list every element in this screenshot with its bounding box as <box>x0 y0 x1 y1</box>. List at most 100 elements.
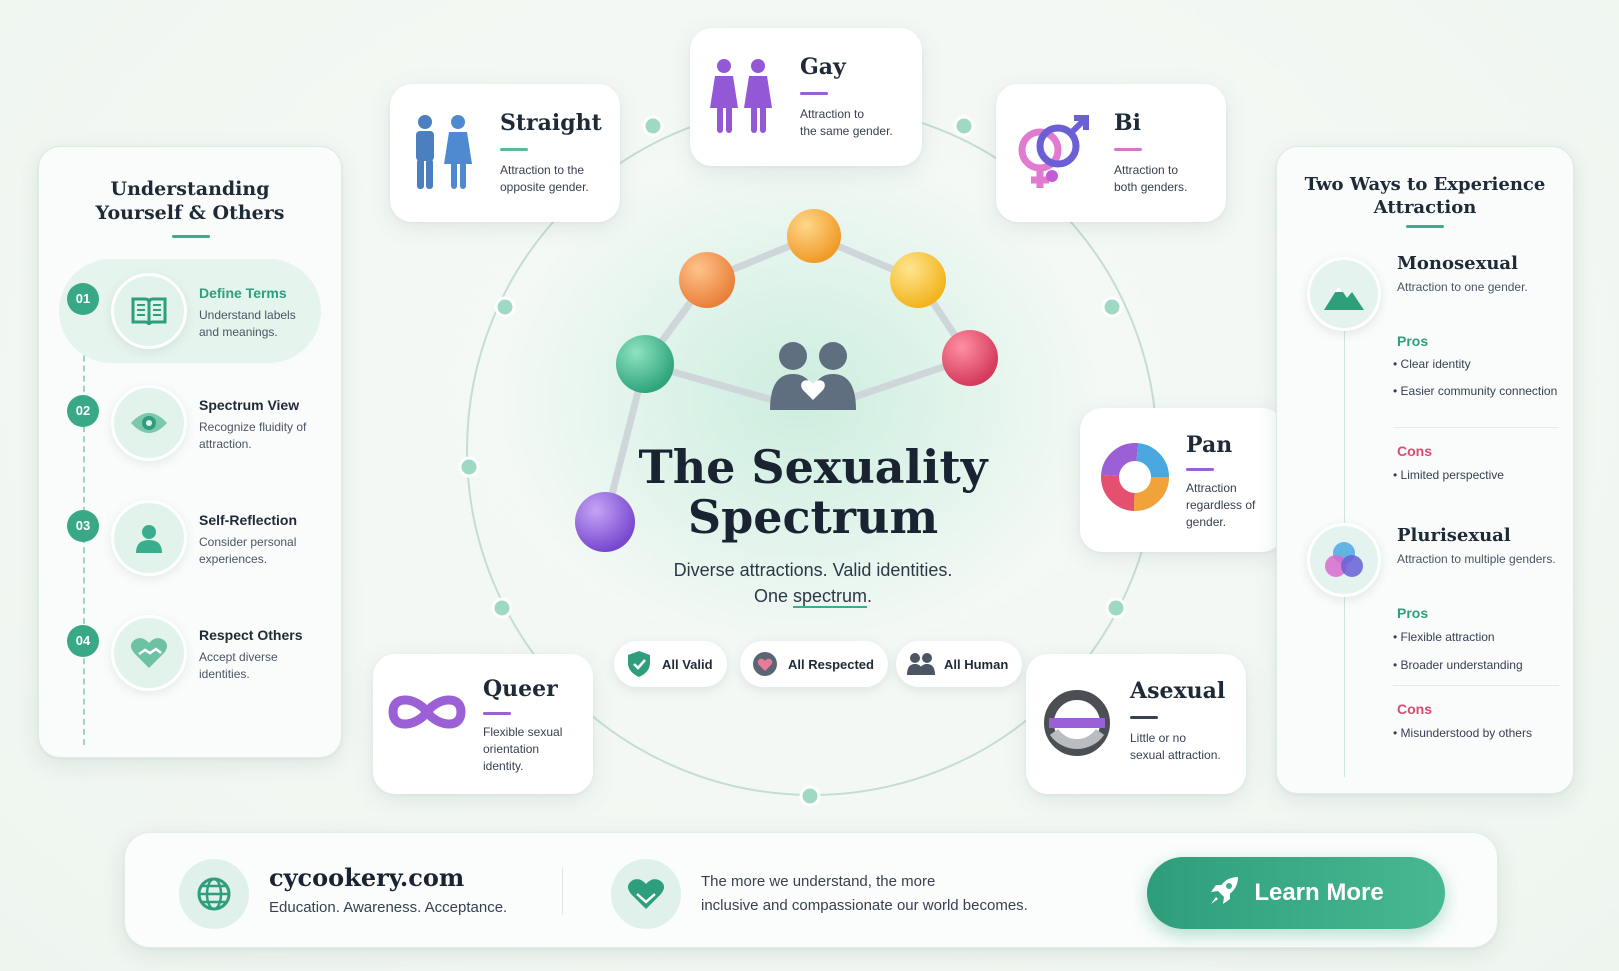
title-underline <box>800 92 828 95</box>
learn-more-button[interactable]: Learn More <box>1147 857 1445 929</box>
subtitle-text: . <box>867 586 873 606</box>
step-title: Spectrum View <box>199 397 300 413</box>
learn-more-label: Learn More <box>1254 879 1384 906</box>
site-name[interactable]: cycookery.com <box>269 863 465 892</box>
card-gay[interactable]: Gay Attraction to the same gender. <box>690 28 922 166</box>
step-title: Respect Others <box>199 627 303 643</box>
experience-attraction-panel: Two Ways to Experience Attraction Monose… <box>1276 146 1574 794</box>
cons-label: Cons <box>1397 701 1432 717</box>
plurisexual-desc: Attraction to multiple genders. <box>1397 552 1556 566</box>
divider <box>1393 427 1559 428</box>
shield-check-icon <box>624 649 654 679</box>
rocket-icon <box>1208 875 1240 912</box>
divider <box>1393 685 1559 686</box>
title-underline <box>1114 148 1142 151</box>
footer-message-line2: inclusive and compassionate our world be… <box>701 897 1028 914</box>
main-title-line2: Spectrum <box>687 490 939 544</box>
orientation-title: Bi <box>1114 110 1141 136</box>
pro-item: • Broader understanding <box>1393 658 1523 672</box>
pill-all-respected[interactable]: All Respected <box>740 641 888 687</box>
main-title: The Sexuality Spectrum <box>588 442 1038 542</box>
mountain-icon <box>1307 257 1381 331</box>
footer-separator <box>562 867 563 915</box>
orientation-desc-line3: gender. <box>1186 515 1227 529</box>
card-asexual[interactable]: Asexual Little or no sexual attraction. <box>1026 654 1246 794</box>
bi-symbol-icon <box>1012 110 1096 199</box>
card-pan[interactable]: Pan Attraction regardless of gender. <box>1080 408 1284 552</box>
step-description: Consider personal experiences. <box>199 535 297 566</box>
orientation-desc-line1: Attraction to <box>800 107 865 121</box>
title-underline <box>172 235 210 238</box>
plurisexual-title: Plurisexual <box>1397 525 1511 546</box>
pros-label: Pros <box>1397 333 1429 349</box>
title-underline <box>1406 225 1444 228</box>
right-panel-title: Two Ways to Experience Attraction <box>1277 173 1573 219</box>
card-queer[interactable]: Queer Flexible sexual orientation identi… <box>373 654 593 794</box>
pro-item: • Flexible attraction <box>1393 630 1495 644</box>
left-title-line1: Understanding <box>110 178 270 200</box>
pan-ring-icon <box>1100 442 1170 517</box>
gay-couple-icon <box>706 56 778 141</box>
main-title-line1: The Sexuality <box>638 440 988 494</box>
orientation-title: Queer <box>483 676 558 702</box>
asexual-ring-icon <box>1042 688 1112 763</box>
subtitle-highlight: spectrum <box>792 586 868 608</box>
orientation-desc-line1: Attraction to the <box>500 163 585 177</box>
subtitle-text: One <box>753 586 793 606</box>
con-item: • Limited perspective <box>1393 468 1504 482</box>
pill-all-human[interactable]: All Human <box>896 641 1023 687</box>
footer-bar: cycookery.com Education. Awareness. Acce… <box>124 832 1498 948</box>
step-title: Self-Reflection <box>199 512 298 528</box>
right-title-line2: Attraction <box>1373 197 1477 218</box>
orientation-title: Gay <box>800 54 846 80</box>
people-icon <box>906 649 936 679</box>
orientation-desc-line2: orientation <box>483 742 540 756</box>
pro-item: • Clear identity <box>1393 357 1471 371</box>
monosexual-desc: Attraction to one gender. <box>1397 280 1528 294</box>
infinity-icon <box>385 686 469 743</box>
orientation-title: Straight <box>500 110 602 136</box>
heart-handshake-icon <box>111 615 187 691</box>
orientation-desc-line2: both genders. <box>1114 180 1188 194</box>
step-description: Accept diverse identities. <box>199 650 278 681</box>
globe-icon <box>179 859 249 929</box>
step-self-reflection[interactable]: 03 Self-Reflection Consider personal exp… <box>39 486 343 590</box>
step-number: 02 <box>67 395 99 427</box>
title-underline <box>483 712 511 715</box>
orientation-desc-line2: the same gender. <box>800 124 893 138</box>
card-straight[interactable]: Straight Attraction to the opposite gend… <box>390 84 620 222</box>
orientation-desc-line2: regardless of <box>1186 498 1256 512</box>
card-bi[interactable]: Bi Attraction to both genders. <box>996 84 1226 222</box>
orientation-desc-line3: identity. <box>483 759 524 773</box>
pill-label: All Human <box>944 656 1009 672</box>
straight-couple-icon <box>408 112 478 197</box>
orientation-desc-line2: opposite gender. <box>500 180 589 194</box>
pro-item: • Easier community connection <box>1393 384 1558 398</box>
orientation-desc-line2: sexual attraction. <box>1130 748 1221 762</box>
pill-all-valid[interactable]: All Valid <box>614 641 727 687</box>
step-description: Recognize fluidity of attraction. <box>199 420 307 451</box>
right-title-line1: Two Ways to Experience <box>1304 174 1546 195</box>
heart-handshake-icon <box>611 859 681 929</box>
orientation-desc-line1: Little or no <box>1130 731 1187 745</box>
step-define-terms[interactable]: 01 Define Terms Understand labels and me… <box>39 259 343 363</box>
title-underline <box>1130 716 1158 719</box>
step-title: Define Terms <box>199 285 287 301</box>
subtitle-line1: Diverse attractions. Valid identities. <box>673 560 953 580</box>
pros-label: Pros <box>1397 605 1429 621</box>
heart-icon <box>750 649 780 679</box>
understanding-panel: Understanding Yourself & Others 01 Defin… <box>38 146 342 758</box>
step-number: 03 <box>67 510 99 542</box>
title-underline <box>1186 468 1214 471</box>
footer-tagline: Education. Awareness. Acceptance. <box>269 899 508 916</box>
cons-label: Cons <box>1397 443 1432 459</box>
step-number: 04 <box>67 625 99 657</box>
step-respect-others[interactable]: 04 Respect Others Accept diverse identit… <box>39 601 343 705</box>
orientation-desc-line1: Attraction <box>1186 481 1237 495</box>
subtitle-line2: One spectrum. <box>588 586 1038 608</box>
orientation-desc-line1: Attraction to <box>1114 163 1179 177</box>
orientation-desc-line1: Flexible sexual <box>483 725 563 739</box>
overlap-circles-icon <box>1307 523 1381 597</box>
step-spectrum-view[interactable]: 02 Spectrum View Recognize fluidity of a… <box>39 371 343 475</box>
